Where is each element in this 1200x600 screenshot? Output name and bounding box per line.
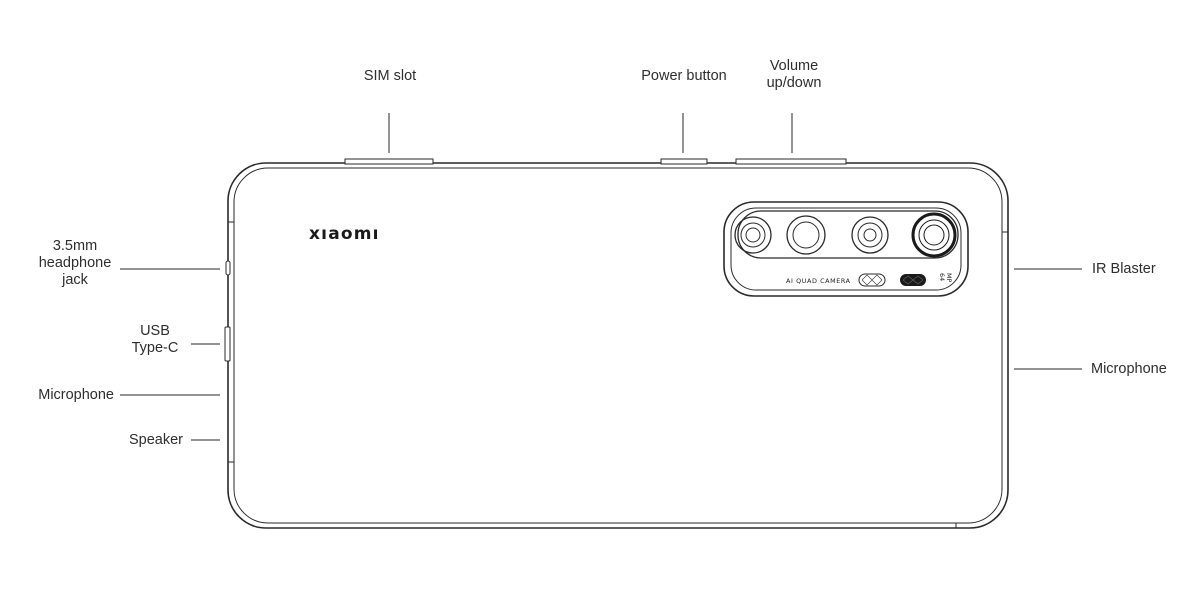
camera-lens-1	[734, 216, 772, 254]
usb-port	[224, 326, 231, 362]
label-volume-line-1: Volume	[769, 58, 819, 74]
phone-body	[227, 162, 1009, 529]
label-volume-line-2: up/down	[766, 75, 822, 91]
brand-logo: xıaomı	[309, 224, 380, 244]
camera-flash	[858, 273, 886, 287]
ir-sensor	[900, 274, 926, 286]
label-headphone-line-1: 3.5mm	[52, 238, 98, 254]
label-microphone-left: Microphone	[38, 387, 114, 403]
volume-key	[735, 158, 847, 165]
camera-lens-3	[851, 216, 889, 254]
label-microphone-right: Microphone	[1091, 361, 1167, 377]
left-edge-components	[224, 221, 234, 463]
label-usb: USB Type-C	[115, 323, 195, 357]
power-key	[660, 158, 708, 165]
label-speaker: Speaker	[128, 432, 183, 448]
megapixel-badge: 64 MP	[938, 273, 953, 283]
headphone-port	[225, 260, 231, 276]
camera-lens-main	[911, 212, 957, 258]
label-usb-line-2: Type-C	[131, 340, 179, 356]
label-headphone-line-2: headphone	[38, 255, 112, 271]
sim-tray	[344, 158, 434, 165]
camera-lens-2	[786, 215, 826, 255]
camera-label: AI QUAD CAMERA	[786, 277, 851, 285]
label-headphone-jack: 3.5mm headphone jack	[25, 238, 125, 289]
label-ir-blaster: IR Blaster	[1092, 261, 1156, 277]
mp-bottom: MP	[945, 273, 953, 283]
leader-lines	[120, 113, 1082, 441]
label-headphone-line-3: jack	[62, 272, 88, 288]
camera-module	[723, 201, 969, 297]
mp-top: 64	[938, 273, 946, 281]
right-edge-components	[955, 231, 1008, 528]
label-volume: Volume up/down	[744, 58, 844, 92]
top-edge-components	[344, 158, 847, 165]
label-usb-line-1: USB	[140, 323, 170, 339]
label-sim-slot: SIM slot	[363, 68, 417, 84]
label-power-button: Power button	[641, 68, 727, 84]
